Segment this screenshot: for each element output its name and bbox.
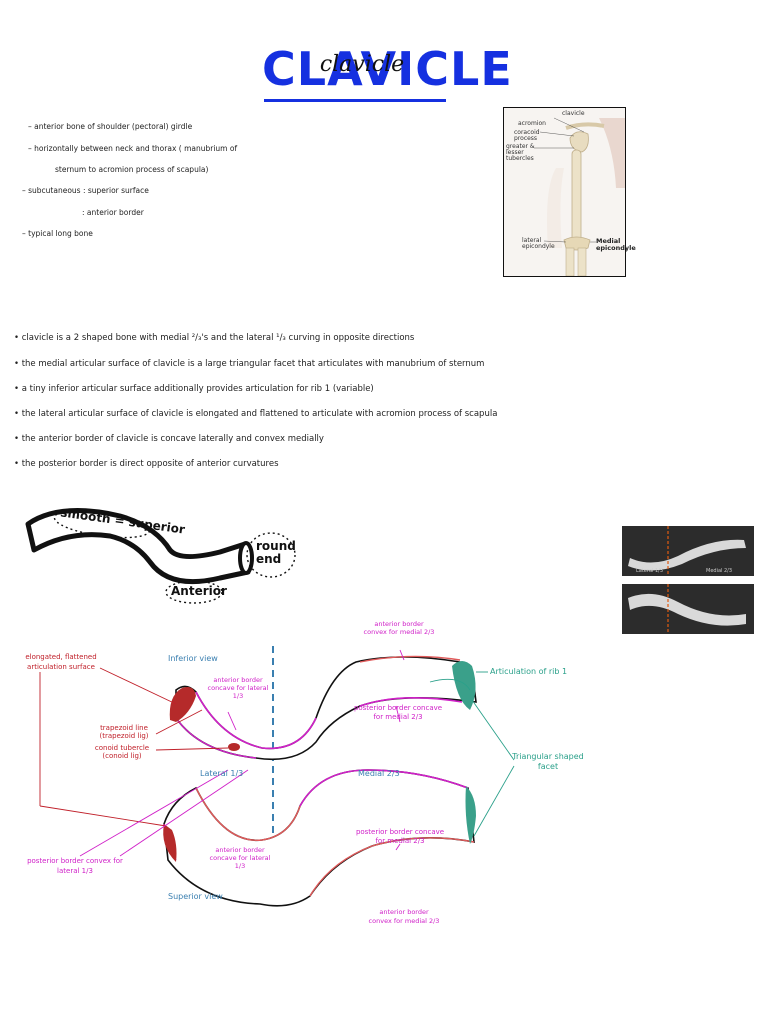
label-triangular-facet: Triangular shaped facet <box>498 752 598 772</box>
label-elongated-surface: elongated, flattened articulation surfac… <box>6 652 116 672</box>
label-acl-top-line-2: concave for lateral <box>207 684 269 692</box>
label-conoid-tubercle-line-1: conoid tubercle <box>94 744 150 752</box>
label-anterior-concave-lateral-inferior: anterior border concave for lateral 1/3 <box>198 676 278 700</box>
bullet-3: • a tiny inferior articular surface addi… <box>14 384 374 394</box>
label-acm-bottom-line-2: convex for medial 2/3 <box>368 917 440 925</box>
clavicle-photo-top-graphic <box>628 526 746 576</box>
label-pcm-sup-line-2: for medial 2/3 <box>375 837 425 845</box>
clavicle-photo-top: Lateral 1/3 Medial 2/3 <box>622 526 754 576</box>
superior-medial-facet <box>465 786 476 844</box>
bullet-2: • the medial articular surface of clavic… <box>14 359 485 369</box>
label-superior-view: Superior view <box>168 892 223 901</box>
bullet-4: • the lateral articular surface of clavi… <box>14 409 498 419</box>
label-acl-bottom-line-3: 1/3 <box>234 862 246 870</box>
label-articulation-rib: Articulation of rib 1 <box>490 667 568 676</box>
label-coracoid: coracoid process <box>514 129 540 142</box>
label-trapezoid-line-1: trapezoid line <box>100 724 148 732</box>
label-triangular-facet-line-1: Triangular shaped <box>512 752 584 761</box>
bullet-6: • the posterior border is direct opposit… <box>14 459 279 469</box>
label-acm-bottom-line-1: anterior border <box>379 908 429 916</box>
sketch-label-round-end: round end <box>256 539 296 566</box>
label-elongated-surface-line-1: elongated, flattened <box>25 653 97 661</box>
label-anterior-convex-medial-superior: anterior border convex for medial 2/3 <box>344 908 464 926</box>
label-acm-top-line-1: anterior border <box>374 620 424 628</box>
label-anterior-concave-lateral-superior: anterior border concave for lateral 1/3 <box>200 846 280 870</box>
label-pcl-line-2: lateral 1/3 <box>57 867 93 875</box>
label-elongated-surface-line-2: articulation surface <box>27 663 95 671</box>
label-acl-bottom-line-2: concave for lateral <box>209 854 271 862</box>
label-clavicle: clavicle <box>562 110 585 117</box>
label-pcm-inf-line-1: posterior border concave <box>353 704 443 712</box>
lateral-articular-surface-superior <box>163 824 177 862</box>
label-acromion: acromion <box>518 120 546 127</box>
intro-note-5: : anterior border <box>82 208 144 217</box>
label-posterior-concave-medial-superior: posterior border concave for medial 2/3 <box>340 828 460 846</box>
clavicle-sketch <box>25 508 296 604</box>
label-acl-top-line-3: 1/3 <box>232 692 244 700</box>
inferior-medial-facet <box>452 661 476 710</box>
bullet-5: • the anterior border of clavicle is con… <box>14 434 324 444</box>
lateral-articular-surface-inferior <box>169 687 196 722</box>
label-trapezoid-line: trapezoid line (trapezoid lig) <box>84 724 164 740</box>
label-anterior-convex-medial-inferior: anterior border convex for medial 2/3 <box>344 620 454 636</box>
intro-note-2: – horizontally between neck and thorax (… <box>28 144 238 153</box>
label-acl-bottom-line-1: anterior border <box>215 846 265 854</box>
title-underline <box>264 99 446 102</box>
label-triangular-facet-line-2: facet <box>537 762 559 771</box>
clavicle-views-diagram <box>39 646 515 910</box>
label-trapezoid-line-2: (trapezoid lig) <box>99 732 149 740</box>
title-main: CLAVICLE <box>262 42 513 96</box>
label-conoid-tubercle: conoid tubercle (conoid lig) <box>82 744 162 760</box>
label-acl-top-line-1: anterior border <box>213 676 263 684</box>
label-posterior-concave-medial-inferior: posterior border concave for medial 2/3 <box>338 704 458 722</box>
arm-bone-illustration <box>504 108 625 277</box>
photo-label-lateral: Lateral 1/3 <box>636 568 664 574</box>
label-lateral-third: Lateral 1/3 <box>200 769 244 778</box>
sketch-label-anterior: Anterior <box>171 584 227 598</box>
label-inferior-view: Inferior view <box>168 654 218 663</box>
label-acm-top-line-2: convex for medial 2/3 <box>363 628 435 636</box>
intro-note-1: – anterior bone of shoulder (pectoral) g… <box>28 122 193 131</box>
label-pcm-inf-line-2: for medial 2/3 <box>373 713 423 721</box>
label-posterior-convex-lateral: posterior border convex for lateral 1/3 <box>10 856 140 876</box>
label-lateral-epicondyle: lateral epicondyle <box>522 237 555 250</box>
intro-note-6: – typical long bone <box>22 229 93 238</box>
clavicle-photo-bottom-graphic <box>628 584 746 634</box>
intro-note-4: – subcutaneous : superior surface <box>22 186 149 195</box>
reference-arm-image: clavicle acromion coracoid process great… <box>503 107 636 277</box>
label-pcl-line-1: posterior border convex for <box>27 857 123 865</box>
bullet-1: • clavicle is a 2 shaped bone with media… <box>14 333 415 343</box>
clavicle-photo-bottom <box>622 584 754 634</box>
label-medial-two-thirds: Medial 2/3 <box>358 769 400 778</box>
label-tubercles: greater & lesser tubercles <box>506 143 535 162</box>
intro-note-3: sternum to acromion process of scapula) <box>55 165 209 174</box>
photo-label-medial: Medial 2/3 <box>706 568 733 574</box>
page-title: CLAVICLE clavicle <box>262 42 513 108</box>
label-medial-epicondyle: Medial epicondyle <box>596 237 636 252</box>
label-conoid-tubercle-line-2: (conoid lig) <box>102 752 142 760</box>
conoid-tubercle-mark <box>228 743 240 751</box>
title-script: clavicle <box>319 52 405 77</box>
label-pcm-sup-line-1: posterior border concave <box>355 828 445 836</box>
